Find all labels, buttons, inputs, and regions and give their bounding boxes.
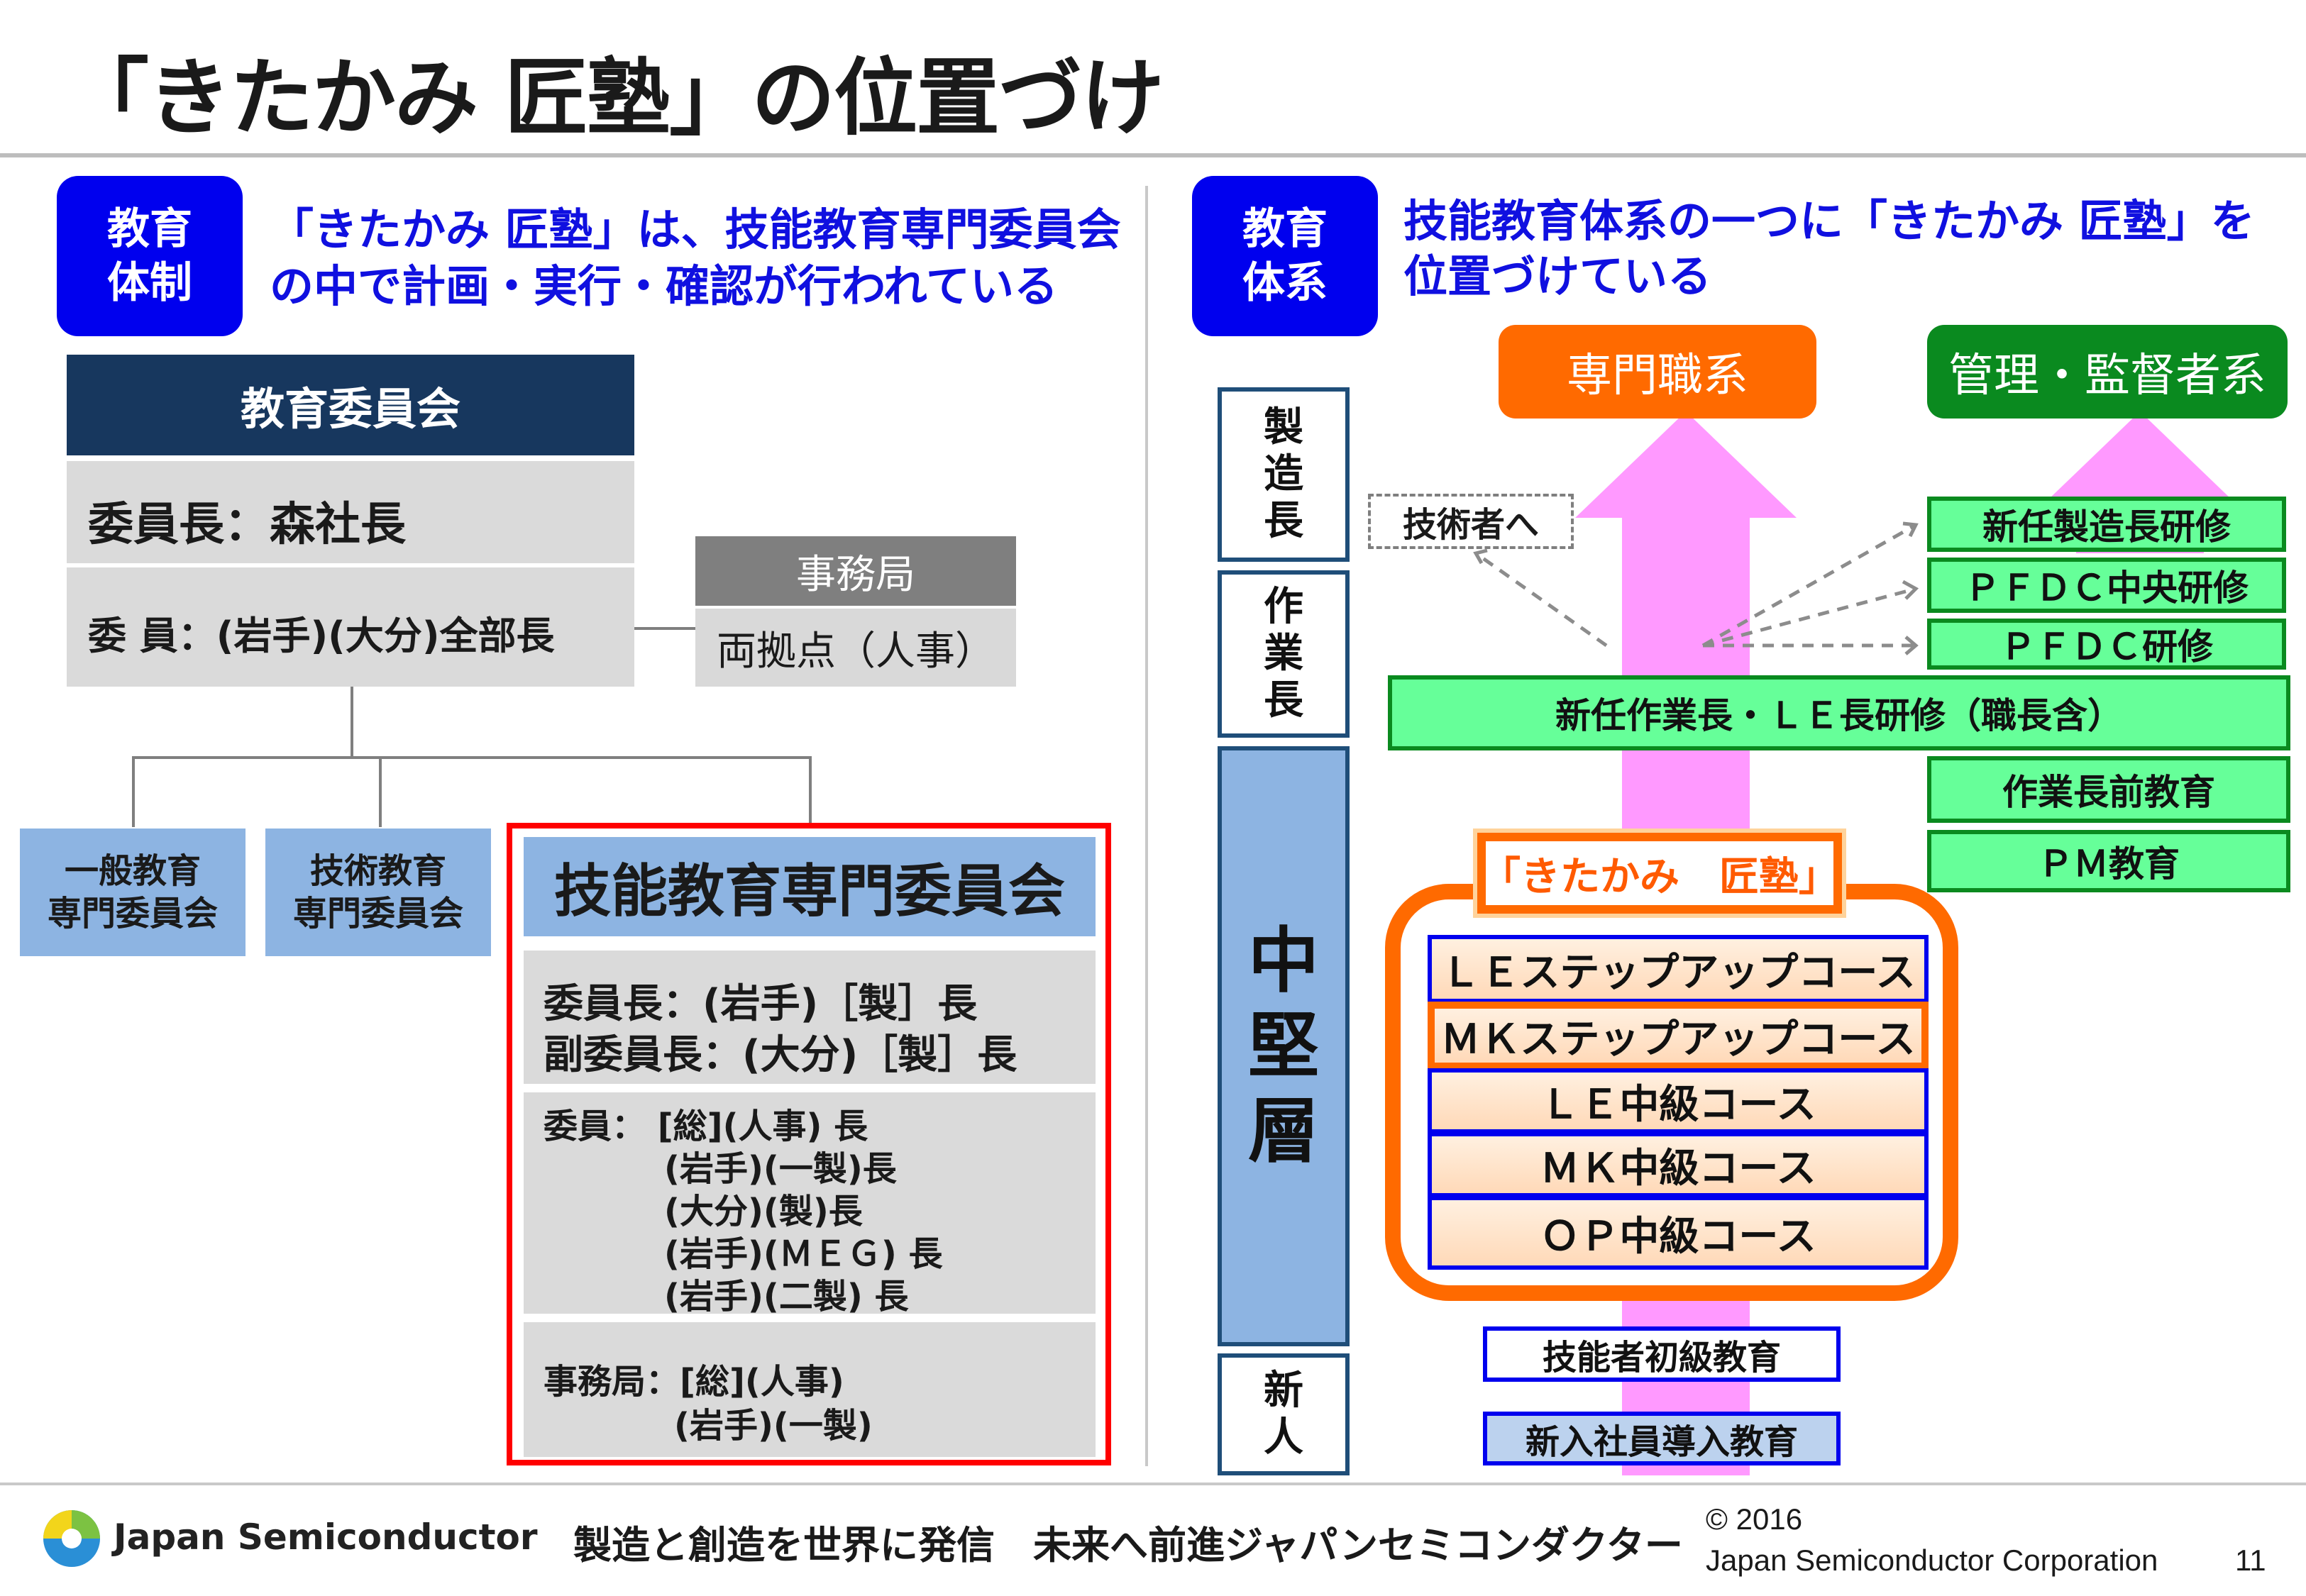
tag-line: 教育 <box>1242 204 1328 254</box>
dashed-arrow-1 <box>1701 523 1917 648</box>
skill-committee-office: 事務局：[総](人事) (岩手)(一製) <box>524 1322 1096 1457</box>
course-mk-stepup-highlighted: ＭＫステップアップコース <box>1428 1002 1929 1070</box>
connector <box>351 687 353 758</box>
to-engineer-label: 技術者へ <box>1368 494 1574 549</box>
arrowhead <box>1902 580 1919 600</box>
corporation-name: Japan Semiconductor Corporation <box>1706 1544 2158 1577</box>
level-char: 長 <box>1264 677 1303 724</box>
skill-vice-chair: 副委員長：(大分)［製］長 <box>544 1032 1017 1078</box>
course-pm: ＰＭ教育 <box>1927 830 2290 892</box>
box-line: 専門委員会 <box>47 894 218 933</box>
company-name: Japan Semiconductor <box>114 1517 538 1558</box>
level-char: 層 <box>1248 1090 1319 1173</box>
skill-committee-members: 委員： [総](人事) 長 (岩手)(一製)長 (大分)(製)長 (岩手)(ＭＥ… <box>524 1092 1096 1317</box>
arrow-head <box>2029 411 2251 518</box>
course-new-work-leader: 新任作業長・ＬＥ長研修（職長含） <box>1388 675 2290 750</box>
copyright: © 2016 <box>1706 1502 1803 1536</box>
page-number: 11 <box>2235 1544 2266 1577</box>
arrowhead <box>1902 521 1919 538</box>
level-char: 業 <box>1264 631 1303 677</box>
title-divider <box>0 153 2306 157</box>
dashed-arrow-2 <box>1702 587 1916 648</box>
dashed-arrows <box>1473 521 1919 655</box>
box-line: 専門委員会 <box>292 894 463 933</box>
level-char: 中 <box>1248 919 1319 1002</box>
course-new-plant-manager: 新任製造長研修 <box>1927 497 2286 552</box>
company-logo-icon <box>43 1510 100 1567</box>
committee-chair-box: 委員長：森社長 <box>67 461 634 563</box>
right-lead-line-1: 技能教育体系の一つに「きたかみ 匠塾」を <box>1403 195 2255 247</box>
connector <box>132 756 812 759</box>
level-work-leader: 作 業 長 <box>1218 570 1350 738</box>
connector <box>132 756 135 827</box>
level-char: 堅 <box>1248 1004 1319 1087</box>
right-lead-line-2: 位置づけている <box>1403 250 1712 302</box>
connector <box>634 627 695 630</box>
course-entry-skill: 技能者初級教育 <box>1483 1326 1841 1382</box>
skill-committee-highlight <box>507 823 1111 1465</box>
juku-label: 「きたかみ 匠塾」 <box>1481 841 1838 905</box>
skill-committee-title: 技能教育専門委員会 <box>524 837 1096 936</box>
skill-member: (岩手)(二製) 長 <box>664 1277 909 1317</box>
course-pfdc-central: ＰＦＤＣ中央研修 <box>1927 558 2286 613</box>
level-char: 人 <box>1264 1414 1303 1461</box>
level-char: 造 <box>1264 451 1303 497</box>
committee-members-box: 委 員：(岩手)(大分)全部長 <box>67 567 634 687</box>
manager-track-header: 管理・監督者系 <box>1927 325 2288 419</box>
tag-education-framework: 教育 体系 <box>1192 176 1378 336</box>
level-plant-manager: 製 造 長 <box>1218 387 1350 562</box>
committee-members: 委 員：(岩手)(大分)全部長 <box>88 614 555 658</box>
education-committee-header: 教育委員会 <box>67 355 634 455</box>
course-pre-work-leader: 作業長前教育 <box>1927 756 2290 823</box>
skill-office-line: 事務局：[総](人事) <box>544 1362 844 1402</box>
logo-core <box>62 1529 82 1548</box>
skill-member: (大分)(製)長 <box>664 1192 863 1231</box>
level-char: 製 <box>1264 404 1303 450</box>
skill-member: (岩手)(ＭＥＧ) 長 <box>664 1234 943 1274</box>
page-title: 「きたかみ 匠塾」の位置づけ <box>65 49 1164 147</box>
committee-chair: 委員長：森社長 <box>88 499 406 551</box>
secretariat-body: 両拠点（人事） <box>695 609 1016 687</box>
level-char: 新 <box>1264 1368 1303 1414</box>
arrowhead <box>1473 548 1488 565</box>
course-new-employee: 新入社員導入教育 <box>1483 1412 1841 1465</box>
level-new-hire: 新 人 <box>1218 1353 1350 1475</box>
skill-office-line: (岩手)(一製) <box>674 1406 873 1446</box>
tag-line: 体系 <box>1242 258 1328 308</box>
left-lead-line-2: の中で計画・実行・確認が行われている <box>270 260 1059 312</box>
general-education-committee: 一般教育 専門委員会 <box>20 829 246 956</box>
skill-committee-chairs: 委員長：(岩手)［製］長 副委員長：(大分)［製］長 <box>524 951 1096 1084</box>
arrowhead <box>1904 636 1919 655</box>
dashed-arrow-to-engineer <box>1474 551 1608 648</box>
level-mid-career: 中 堅 層 <box>1218 746 1350 1346</box>
skill-chair: 委員長：(岩手)［製］長 <box>544 981 978 1027</box>
box-line: 一般教育 <box>64 851 201 891</box>
tag-education-system: 教育 体制 <box>57 176 243 336</box>
connector <box>809 756 812 827</box>
skill-member: (岩手)(一製)長 <box>664 1149 897 1189</box>
footer-divider <box>0 1483 2306 1485</box>
logo-segment <box>72 1510 100 1539</box>
arrow-head <box>1575 411 1797 518</box>
course-pfdc: ＰＦＤＣ研修 <box>1927 619 2286 670</box>
level-char: 作 <box>1264 584 1303 630</box>
connector <box>379 756 382 827</box>
level-char: 長 <box>1264 498 1303 544</box>
course-le-stepup: ＬＥステップアップコース <box>1428 935 1929 1003</box>
box-line: 技術教育 <box>309 851 446 891</box>
tag-line: 体制 <box>107 258 192 308</box>
logo-segment <box>43 1510 72 1539</box>
slogan: 製造と創造を世界に発信 未来へ前進ジャパンセミコンダクター <box>573 1523 1683 1568</box>
column-divider <box>1145 186 1148 1466</box>
tag-line: 教育 <box>107 204 192 254</box>
course-mk-intermediate: ＭＫ中級コース <box>1428 1132 1929 1197</box>
skill-member: 委員： [総](人事) 長 <box>544 1107 868 1146</box>
course-op-intermediate: ＯＰ中級コース <box>1428 1196 1929 1270</box>
specialist-track-header: 専門職系 <box>1499 325 1816 419</box>
technical-education-committee: 技術教育 専門委員会 <box>265 829 491 956</box>
course-le-intermediate: ＬＥ中級コース <box>1428 1068 1929 1134</box>
secretariat-header: 事務局 <box>695 536 1016 606</box>
left-lead-line-1: 「きたかみ 匠塾」は、技能教育専門委員会 <box>270 204 1121 255</box>
